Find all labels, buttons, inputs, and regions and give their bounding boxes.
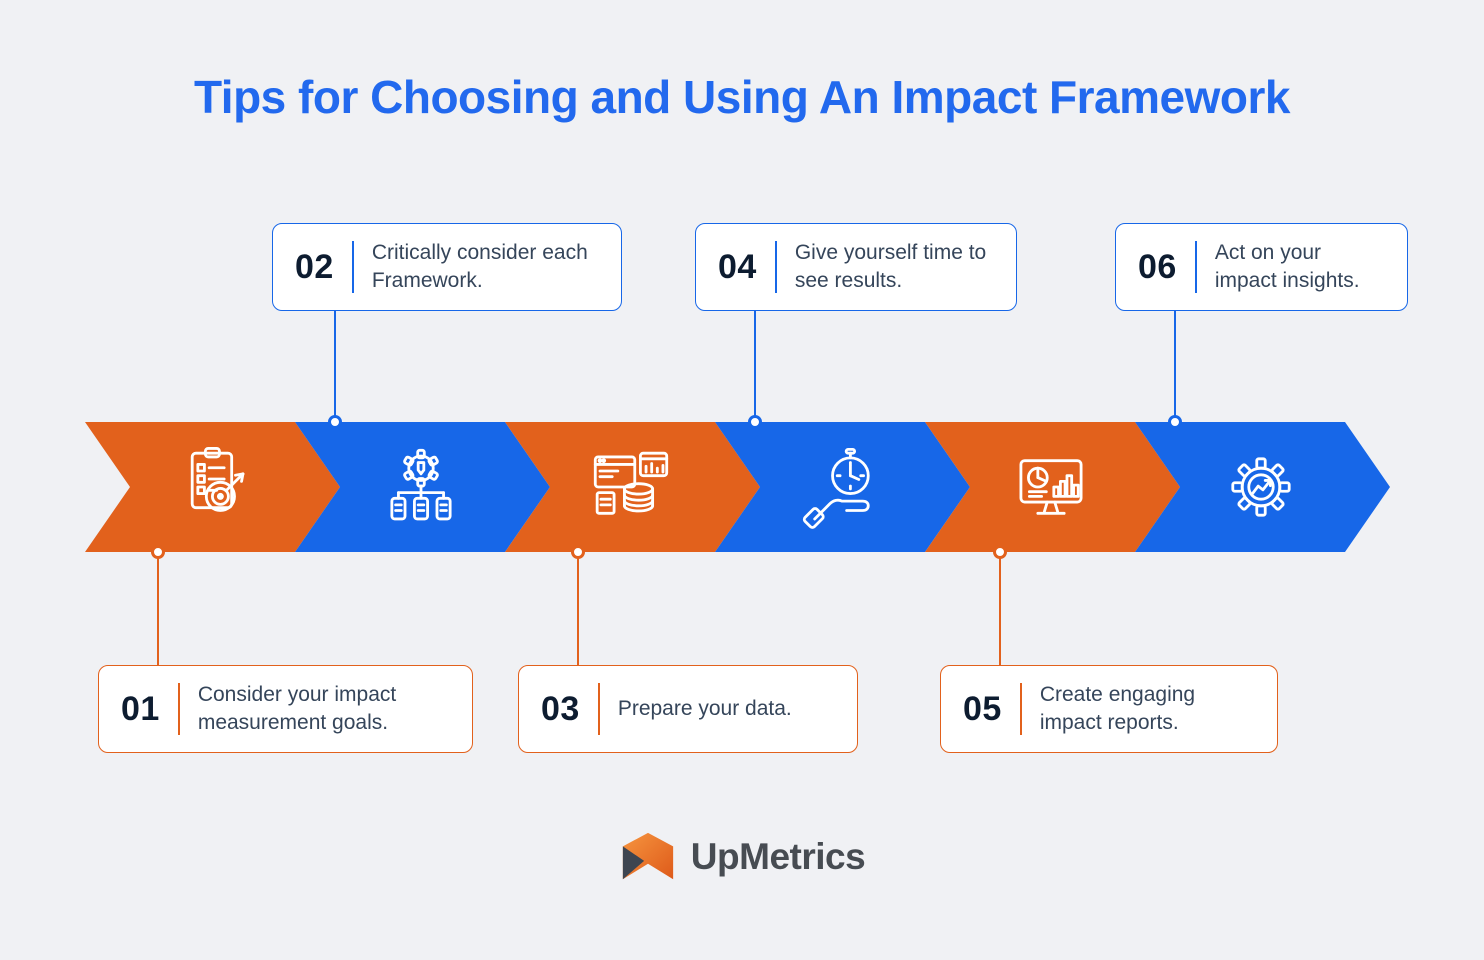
gear-insights-icon bbox=[1214, 440, 1308, 534]
connector-line-01 bbox=[157, 557, 159, 665]
callout-divider bbox=[597, 683, 600, 735]
step-number: 05 bbox=[963, 689, 1002, 728]
callout-divider bbox=[177, 683, 180, 735]
clipboard-goals-icon bbox=[164, 440, 258, 534]
page-title: Tips for Choosing and Using An Impact Fr… bbox=[194, 71, 1290, 123]
callout-step-04: 04 Give yourself time to see results. bbox=[695, 223, 1017, 311]
monitor-report-icon bbox=[1004, 440, 1098, 534]
upmetrics-logo-icon bbox=[622, 832, 673, 880]
connector-dot-02 bbox=[328, 415, 342, 429]
connector-line-03 bbox=[577, 557, 579, 665]
step-number: 02 bbox=[295, 247, 334, 286]
connector-dot-05 bbox=[993, 545, 1007, 559]
step-number: 06 bbox=[1138, 247, 1177, 286]
connector-line-05 bbox=[999, 557, 1001, 665]
data-prep-icon bbox=[584, 440, 678, 534]
gear-framework-icon bbox=[374, 440, 468, 534]
connector-dot-01 bbox=[151, 545, 165, 559]
upmetrics-logo: UpMetrics bbox=[0, 830, 1484, 884]
callout-step-01: 01 Consider your impact measurement goal… bbox=[98, 665, 473, 753]
connector-dot-03 bbox=[571, 545, 585, 559]
connector-dot-06 bbox=[1168, 415, 1182, 429]
callout-divider bbox=[351, 241, 354, 293]
callout-step-03: 03 Prepare your data. bbox=[518, 665, 858, 753]
callout-step-05: 05 Create engaging impact reports. bbox=[940, 665, 1278, 753]
step-label: Prepare your data. bbox=[617, 697, 792, 721]
step-label: Consider your impact measurement goals. bbox=[197, 683, 397, 734]
step-label: Give yourself time to see results. bbox=[794, 241, 987, 292]
upmetrics-logo-text: UpMetrics bbox=[690, 836, 866, 877]
step-chevron-04 bbox=[715, 422, 970, 552]
connector-line-06 bbox=[1174, 310, 1176, 417]
hand-clock-icon bbox=[794, 440, 888, 534]
callout-divider bbox=[1194, 241, 1197, 293]
step-number: 04 bbox=[718, 247, 757, 286]
step-label: Critically consider each Framework. bbox=[371, 241, 588, 292]
callout-divider bbox=[774, 241, 777, 293]
step-label: Act on your impact insights. bbox=[1214, 241, 1360, 292]
callout-step-02: 02 Critically consider each Framework. bbox=[272, 223, 622, 311]
step-chevron-01 bbox=[85, 422, 340, 552]
connector-line-02 bbox=[334, 310, 336, 417]
callout-divider bbox=[1019, 683, 1022, 735]
callout-step-06: 06 Act on your impact insights. bbox=[1115, 223, 1408, 311]
connector-line-04 bbox=[754, 310, 756, 417]
step-label: Create engaging impact reports. bbox=[1039, 683, 1196, 734]
connector-dot-04 bbox=[748, 415, 762, 429]
step-number: 01 bbox=[121, 689, 160, 728]
step-number: 03 bbox=[541, 689, 580, 728]
